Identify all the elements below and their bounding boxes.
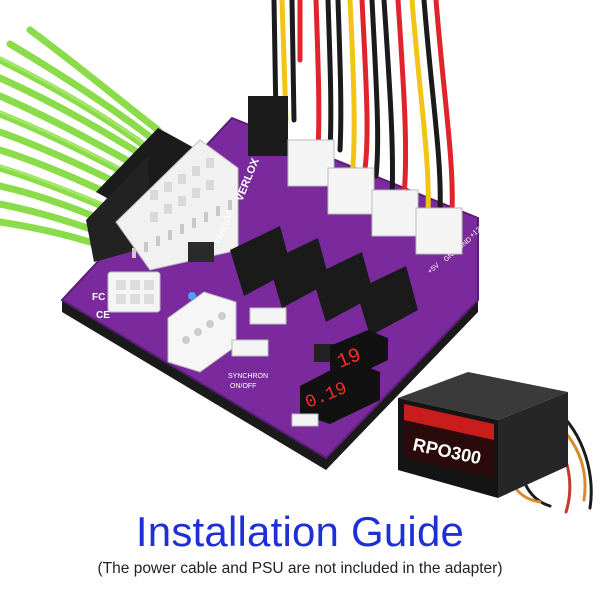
pcb-edge (62, 300, 478, 470)
blue-led (188, 292, 196, 300)
atx-24pin-connector (86, 128, 239, 271)
small-header-2 (231, 339, 269, 357)
page-subtitle: (The power cable and PSU are not include… (97, 560, 503, 577)
sync-label: SYNCHRON (228, 373, 268, 380)
fan-header (188, 242, 214, 262)
small-header-1 (249, 307, 287, 325)
led-display: 19 0.19 (300, 330, 388, 424)
pin-header-row (132, 200, 232, 258)
page-title: Installation Guide (135, 508, 465, 555)
pcie-6pin-connector (107, 271, 161, 313)
bottom-right-header (291, 413, 319, 427)
molex-white-connector (167, 291, 237, 373)
ce-mark: CE (96, 310, 110, 321)
onoff-label: ON/OFF (230, 383, 256, 390)
fc-mark: FC (92, 292, 105, 303)
psu: RPO300 (398, 372, 593, 514)
molex-plugs-with-wires (248, 0, 463, 255)
molex-sockets (230, 226, 418, 336)
